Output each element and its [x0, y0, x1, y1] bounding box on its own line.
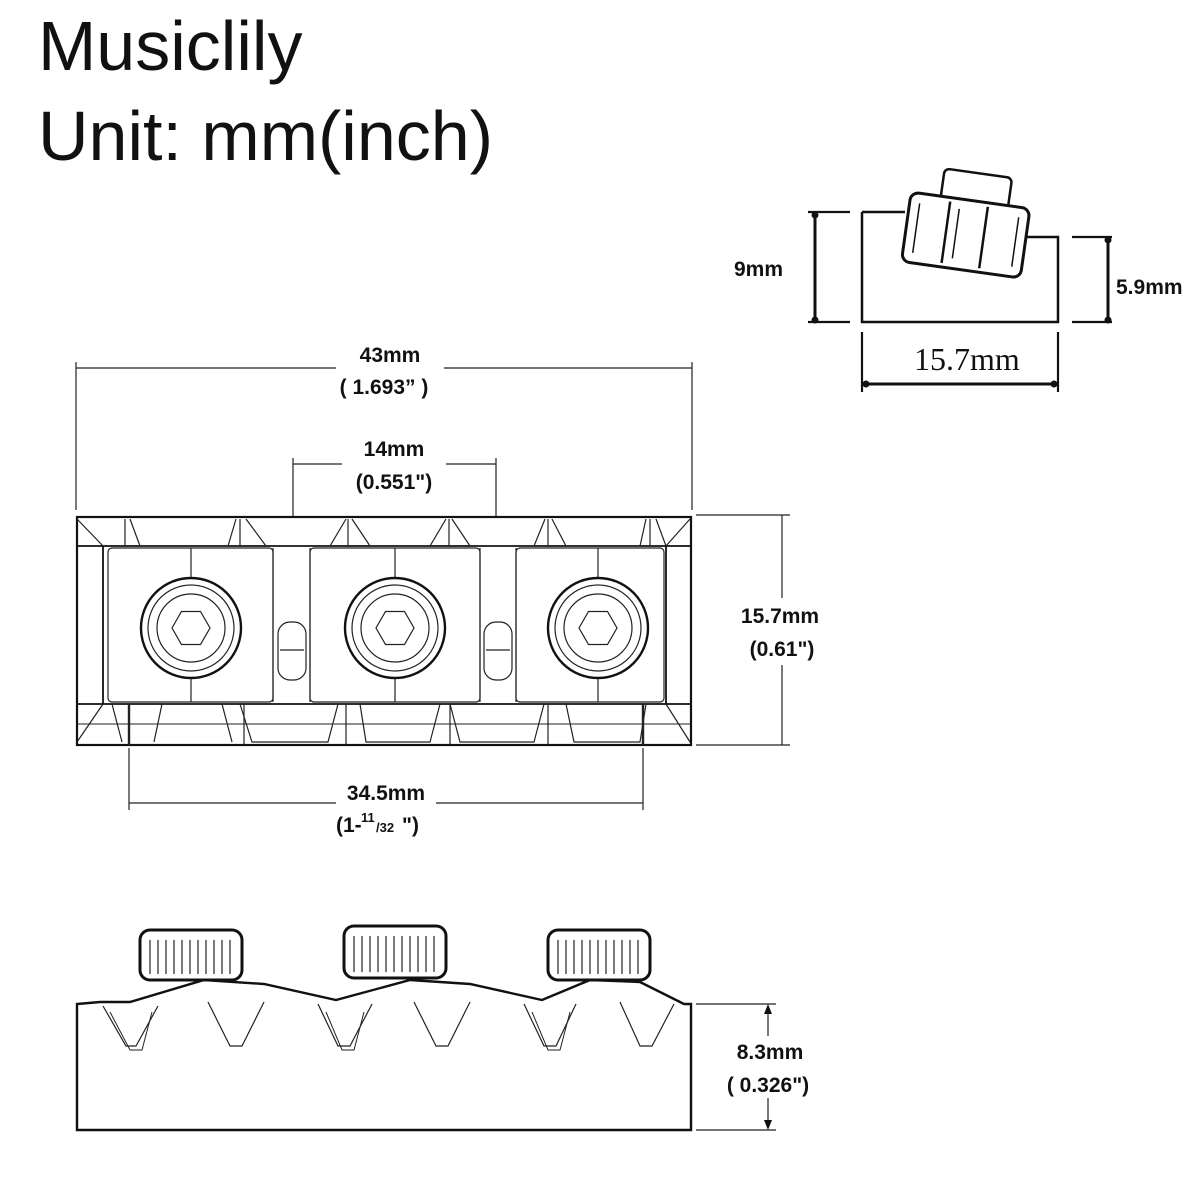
outer-span-in-label: (1- 11 /32 ") [336, 810, 419, 837]
svg-text:"): ") [402, 814, 419, 837]
spacing-in-label: (0.551") [356, 471, 433, 494]
knurled-screw-right [546, 928, 652, 982]
overall-length-in-label: ( 1.693” ) [340, 376, 429, 399]
brand-title: Musiclily [38, 7, 302, 85]
outer-span-mm-label: 34.5mm [347, 782, 425, 805]
spacing-mm-label: 14mm [364, 438, 425, 461]
front-view: 8.3mm ( 0.326") [75, 924, 809, 1132]
svg-text:11: 11 [361, 810, 375, 825]
knurled-screw-middle [342, 924, 448, 980]
side-width-label: 15.7mm [914, 341, 1020, 377]
front-height-mm-label: 8.3mm [737, 1041, 804, 1064]
height-mm-label: 15.7mm [741, 605, 819, 628]
svg-text:/32: /32 [376, 820, 394, 835]
side-view: 9mm 5.9mm 15.7mm [734, 167, 1183, 392]
bolt-middle [343, 576, 447, 680]
unit-title: Unit: mm(inch) [38, 97, 493, 175]
side-height-right-label: 5.9mm [1116, 276, 1183, 299]
height-in-label: (0.61") [750, 638, 815, 661]
bolt-left [139, 576, 243, 680]
top-view: 43mm ( 1.693” ) 14mm (0.551") [75, 344, 819, 837]
side-height-left-label: 9mm [734, 258, 783, 281]
svg-text:(1-: (1- [336, 814, 362, 837]
front-height-in-label: ( 0.326") [727, 1074, 809, 1097]
bolt-right [546, 576, 650, 680]
overall-length-mm-label: 43mm [360, 344, 421, 367]
knurled-screw-left [138, 928, 244, 982]
